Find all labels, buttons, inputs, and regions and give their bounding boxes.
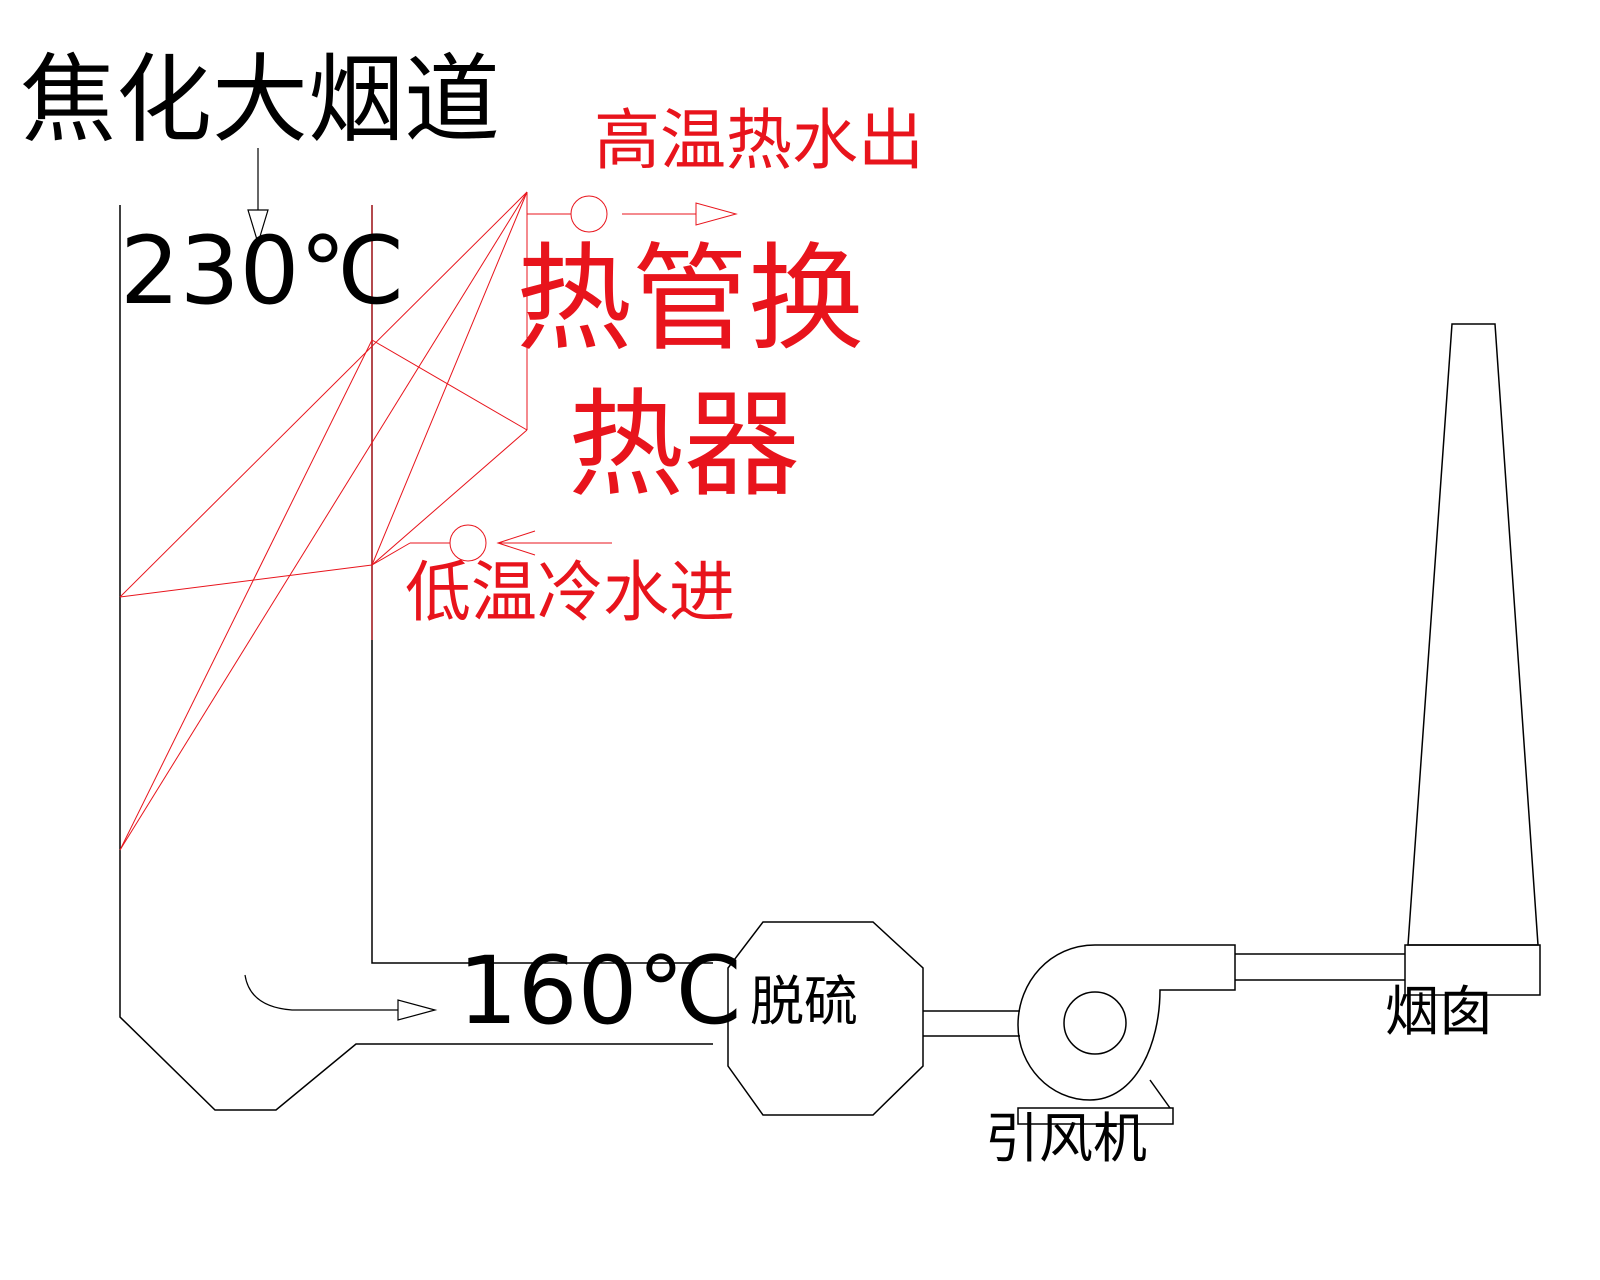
induced-draft-fan <box>1017 944 1236 1125</box>
hx-pipe <box>371 542 411 566</box>
inlet-arrow-head-icon <box>247 209 269 246</box>
hx-pipe <box>371 339 528 431</box>
duct-flow-arrow-head-icon <box>397 999 438 1021</box>
hx-pipe <box>371 191 528 566</box>
cold-water-inlet-valve <box>449 524 487 562</box>
chimney-stack <box>1407 323 1539 946</box>
desulfurization-to-fan-duct <box>923 1010 1020 1037</box>
inlet-temperature-label: 230℃ <box>120 217 405 326</box>
main-flue-label: 焦化大烟道 <box>20 44 500 156</box>
fan-to-chimney-duct <box>1235 953 1405 981</box>
desulfurization-label: 脱硫 <box>750 970 858 1033</box>
cold-water-inlet-label: 低温冷水进 <box>405 554 735 631</box>
hx-pipe <box>371 429 528 566</box>
chimney-label: 烟囱 <box>1385 980 1493 1043</box>
desulfurization-tower <box>727 921 924 1116</box>
hx-pipe <box>119 191 528 598</box>
flue-duct-outer-wall <box>119 205 713 1111</box>
chimney-structure <box>1404 323 1541 996</box>
fan-support <box>1149 1079 1171 1109</box>
hot-water-outlet-valve <box>570 195 608 233</box>
induced-draft-fan-label: 引风机 <box>985 1107 1147 1170</box>
hx-pipe <box>119 564 373 598</box>
chimney-base <box>1404 944 1541 996</box>
hot-water-outlet-label: 高温热水出 <box>594 102 924 179</box>
fan-impeller-icon <box>1063 991 1127 1055</box>
fan-base-plate <box>1017 1107 1174 1125</box>
hot-water-arrow-head-icon <box>695 202 738 226</box>
heat-exchanger-label-line2: 热器 <box>568 378 800 513</box>
hx-pipe <box>119 339 373 851</box>
outlet-temperature-label: 160℃ <box>458 937 743 1046</box>
flow-arrows <box>244 148 438 1021</box>
heat-pipe-exchanger <box>119 191 738 851</box>
duct-flow-arrow-curve <box>244 974 398 1011</box>
heat-exchanger-label-line1: 热管换 <box>516 232 864 367</box>
hx-pipe <box>119 191 528 851</box>
cold-water-arrow-head-icon <box>496 530 536 556</box>
fan-volute-casing <box>1017 944 1236 1101</box>
